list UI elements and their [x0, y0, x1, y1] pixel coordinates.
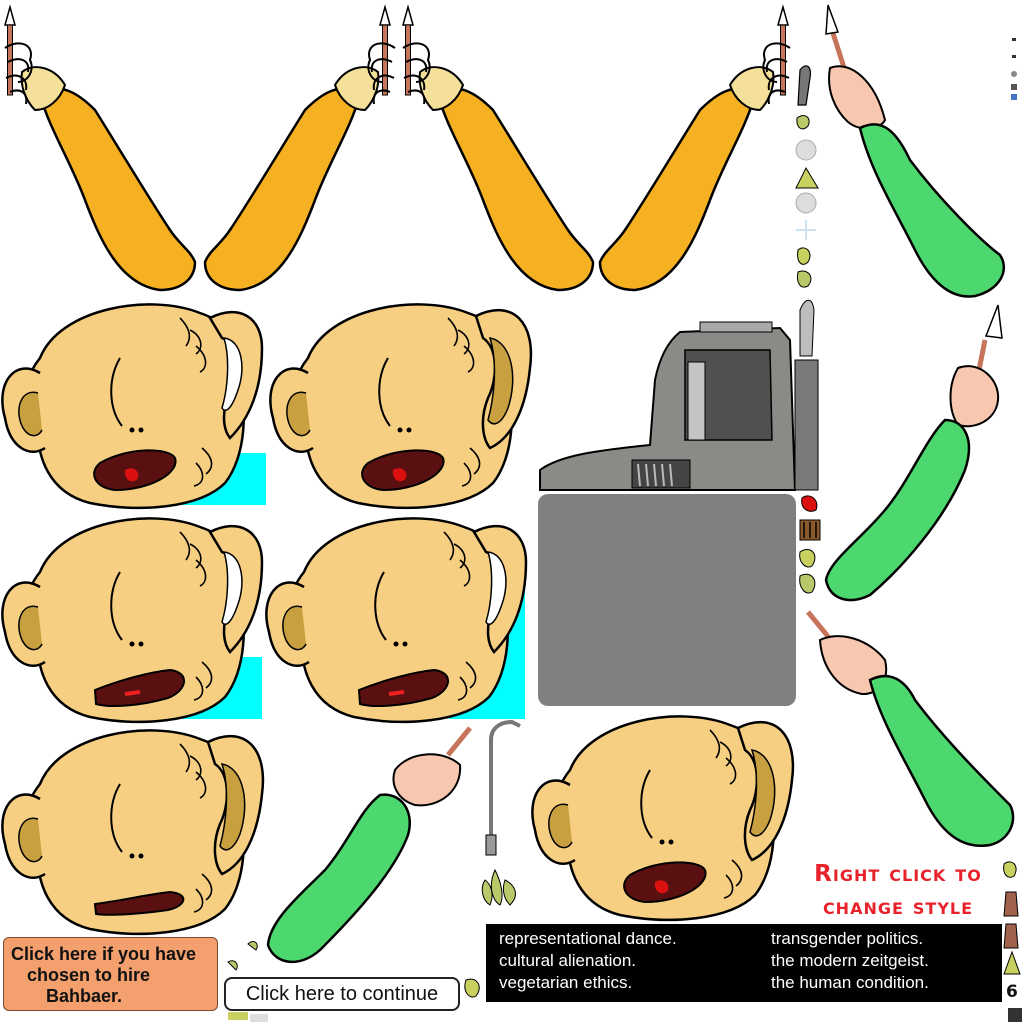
hire-bahbaer-button[interactable]: Click here if you have chosen to hire Ba…: [3, 937, 218, 1011]
hire-button-line-1: Click here if you have: [11, 944, 197, 964]
head-sprite-2: [269, 303, 533, 510]
green-arm-sprite-1: [825, 4, 1006, 298]
orange-arm-sprite-3: [401, 6, 595, 292]
change-style-hint-line-1: Right click to: [814, 861, 982, 887]
topic-item[interactable]: transgender politics.: [771, 929, 924, 948]
frame-counter: 6: [1006, 982, 1018, 1002]
head-sprite-5: [1, 729, 265, 936]
change-style-hint-line-2: change style: [822, 894, 974, 920]
head-sprite-6: [531, 715, 795, 922]
topic-item[interactable]: the human condition.: [771, 973, 929, 992]
orange-arm-sprite-1: [3, 6, 197, 292]
hire-button-line-3: Bahbaer.: [46, 986, 123, 1006]
topics-panel: representational dance. cultural alienat…: [486, 924, 1002, 1002]
topic-item[interactable]: representational dance.: [499, 929, 677, 948]
gray-panel: [538, 494, 796, 706]
head-sprite-1: [1, 303, 266, 510]
topic-item[interactable]: cultural alienation.: [499, 951, 637, 970]
continue-button[interactable]: Click here to continue: [224, 977, 460, 1011]
topic-item[interactable]: the modern zeitgeist.: [771, 951, 929, 970]
topics-right-column: transgender politics. the modern zeitgei…: [771, 928, 929, 994]
misc-bottom-sprites: [227, 861, 1022, 1022]
topic-item[interactable]: vegetarian ethics.: [499, 973, 633, 992]
street-lamp-sprite: [481, 719, 521, 906]
green-arm-sprite-3: [806, 610, 1015, 848]
green-arm-sprite-4: [266, 726, 472, 964]
small-sprites-middle: [799, 495, 821, 594]
head-sprite-3: [1, 517, 264, 724]
misc-small-sprites: [795, 38, 1017, 288]
topics-left-column: representational dance. cultural alienat…: [499, 928, 677, 994]
orange-arm-sprite-4: [598, 6, 792, 292]
orange-arm-sprite-2: [203, 6, 397, 292]
green-arm-sprite-2: [824, 304, 1003, 602]
change-style-hint: Right click to change style: [792, 858, 1004, 924]
hire-button-line-2: chosen to hire: [27, 965, 151, 985]
head-sprite-4: [265, 517, 528, 724]
truck-sprite: [539, 299, 819, 491]
